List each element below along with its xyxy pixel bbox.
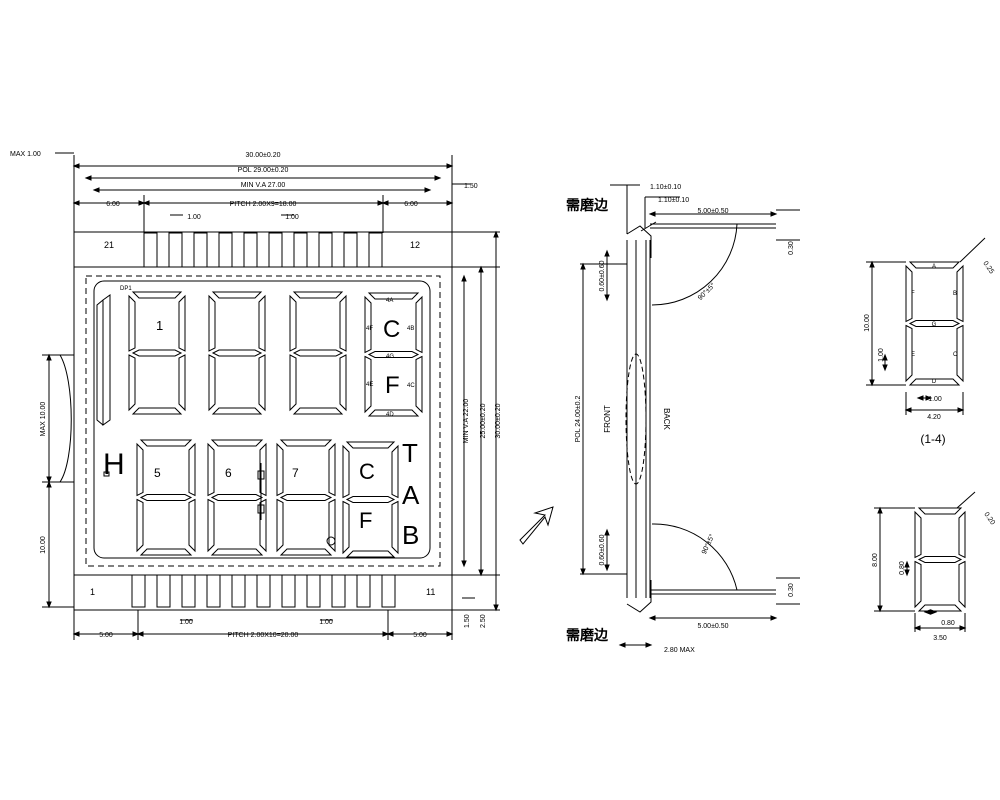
detail-seg-height: 1.00 xyxy=(878,348,885,362)
seven-segment-digit xyxy=(342,441,399,558)
min-va-width-dim: MIN V.A 27.00 xyxy=(241,182,286,189)
bottom-right-dim: 5.00 xyxy=(413,632,427,639)
t-glyph: T xyxy=(402,438,418,468)
pol-height-dim: POL 24.00±0.2 xyxy=(575,396,582,443)
pin-11-label: 11 xyxy=(426,587,435,597)
bottom-pin-width-2: 1.00 xyxy=(319,619,333,626)
seg-4g: 4G xyxy=(386,354,394,360)
back-label: BACK xyxy=(662,408,671,430)
seven-segment-digit xyxy=(208,291,266,415)
detail-seg-e: E xyxy=(911,352,915,358)
seven-segment-digit xyxy=(136,439,196,556)
detail-seg-width: 1.00 xyxy=(928,396,942,403)
pol-width-dim: POL 29.00±0.20 xyxy=(238,167,289,174)
pin-thick-top: 0.30 xyxy=(788,241,795,255)
right-overall-dim: 30.00±0.20 xyxy=(495,403,502,438)
right-margin-dim: 1.50 xyxy=(464,183,478,190)
seg-4c: 4C xyxy=(407,383,415,389)
small-corner-dim: 0.20 xyxy=(982,511,996,526)
detail-seg-c: C xyxy=(953,352,958,358)
gap-top-dim: 0.60±0.60 xyxy=(599,260,606,291)
seven-segment-digit xyxy=(914,507,966,612)
angle-top: 90°±5° xyxy=(696,281,717,302)
seg-4a: 4A xyxy=(386,298,393,304)
pin-12-label: 12 xyxy=(410,240,420,250)
bottom-side-b: 2.50 xyxy=(480,614,487,628)
pitch-bottom-dim: PITCH 2.00X10=20.00 xyxy=(228,632,299,639)
small-seg-width: 0.80 xyxy=(941,620,955,627)
detail-seg-d: D xyxy=(932,379,937,385)
digit-6-label: 6 xyxy=(225,466,232,480)
thickness-dim-a: 1.10±0.10 xyxy=(650,184,681,191)
right-min-va-dim: MIN V.A 22.00 xyxy=(463,399,470,444)
left-max-dim: MAX 10.00 xyxy=(40,402,47,437)
c-bottom-glyph: C xyxy=(359,459,375,484)
max-thickness-dim: 2.80 MAX xyxy=(664,647,695,654)
detail-seg-a: A xyxy=(932,264,936,270)
seg-4b: 4B xyxy=(407,326,414,332)
digit-7-label: 7 xyxy=(292,466,299,480)
h-glyph: H xyxy=(103,448,125,481)
digit-1-label: 1 xyxy=(156,318,163,333)
f-bottom-glyph: F xyxy=(359,508,372,533)
front-label: FRONT xyxy=(603,405,612,433)
grind-edge-label-top: 需磨边 xyxy=(566,197,609,213)
seven-segment-digit xyxy=(276,439,336,556)
detail-corner-dim: 0.25 xyxy=(981,260,995,275)
seg-4e: 4E xyxy=(366,382,373,388)
pin-1-label: 1 xyxy=(90,587,95,597)
detail-height-dim: 10.00 xyxy=(864,314,871,332)
pitch-top-dim: PITCH 2.00X9=18.00 xyxy=(230,201,297,208)
small-width-dim: 3.50 xyxy=(933,635,947,642)
right-pol-dim: 25.00±0.20 xyxy=(480,403,487,438)
seven-segment-digit xyxy=(364,292,423,417)
right-offset-dim: 6.00 xyxy=(404,201,418,208)
gap-bottom-dim: 0.60±0.60 xyxy=(599,534,606,565)
seg-4f: 4F xyxy=(366,326,373,332)
seven-segment-digit xyxy=(289,291,347,415)
detail-seg-g: G xyxy=(932,322,937,328)
pin-length-top: 5.00±0.50 xyxy=(697,208,728,215)
angle-bottom: 90°±5° xyxy=(700,533,716,556)
pin-width-dim-2: 1.00 xyxy=(285,214,299,221)
seven-segment-digit xyxy=(207,439,267,556)
small-seg-height: 0.80 xyxy=(899,561,906,575)
left-height-dim: 10.00 xyxy=(40,536,47,554)
pin-length-bottom: 5.00±0.50 xyxy=(697,623,728,630)
detail-seg-f: F xyxy=(911,291,915,297)
a-glyph: A xyxy=(402,480,420,510)
bottom-left-dim: 5.00 xyxy=(99,632,113,639)
left-offset-dim: 6.00 xyxy=(106,201,120,208)
f-top-glyph: F xyxy=(385,372,400,399)
bottom-side-a: 1.50 xyxy=(464,614,471,628)
grind-edge-label-bottom: 需磨边 xyxy=(566,627,609,643)
pin-width-dim-1: 1.00 xyxy=(187,214,201,221)
max-label: MAX 1.00 xyxy=(10,151,41,158)
seven-segment-digit xyxy=(128,291,186,415)
b-glyph: B xyxy=(402,520,419,550)
thickness-dim-b: 1.10±0.10 xyxy=(658,197,689,204)
detail-caption: (1-4) xyxy=(920,432,945,446)
c-top-glyph: C xyxy=(383,316,400,343)
seven-segment-digit xyxy=(905,261,964,386)
pin-thick-bottom: 0.30 xyxy=(788,583,795,597)
detail-seg-b: B xyxy=(953,291,957,297)
small-height-dim: 8.00 xyxy=(872,553,879,567)
digit-5-label: 5 xyxy=(154,466,161,480)
overall-width-dim: 30.00±0.20 xyxy=(246,152,281,159)
detail-width-dim: 4.20 xyxy=(927,414,941,421)
bottom-pin-width-1: 1.00 xyxy=(179,619,193,626)
pin-21-label: 21 xyxy=(104,240,114,250)
dp1-label: DP1 xyxy=(120,286,132,292)
seg-4d: 4D xyxy=(386,412,394,418)
